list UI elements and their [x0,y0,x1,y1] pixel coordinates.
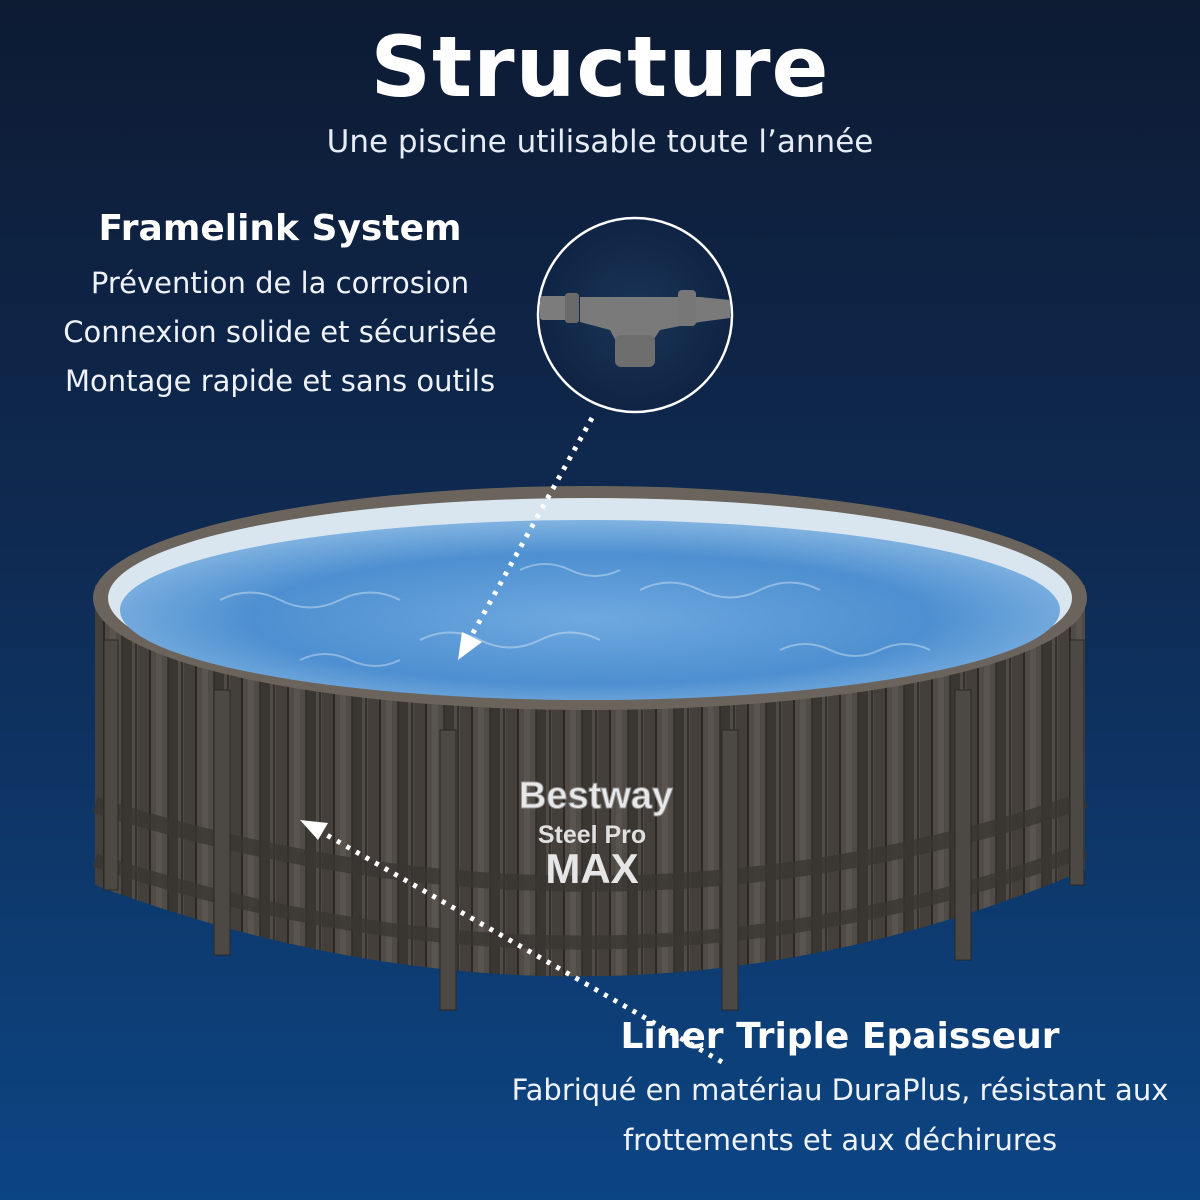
page-subtitle: Une piscine utilisable toute l’année [326,124,874,160]
frame-connector-icon [536,216,734,414]
liner-heading: Liner Triple Epaisseur [620,1016,1060,1057]
liner-feature: Liner Triple Epaisseur Fabriqué en matér… [480,1016,1200,1165]
framelink-feature: Framelink System Prévention de la corros… [20,208,540,406]
dotted-arrow-icon [300,820,724,1065]
framelink-heading: Framelink System [98,208,462,249]
framelink-line-2: Connexion solide et sécurisée [63,315,497,349]
framelink-line-1: Prévention de la corrosion [90,266,470,300]
framelink-line-3: Montage rapide et sans outils [64,364,496,398]
pool-water [120,520,1060,700]
model-label: Steel Pro [538,821,646,849]
page-title: Structure [370,18,830,116]
liner-line-1: Fabriqué en matériau DuraPlus, résistant… [511,1073,1169,1107]
variant-label: MAX [545,845,638,892]
dotted-arrow-icon [458,416,595,660]
liner-line-2: frottements et aux déchirures [622,1123,1058,1157]
brand-logo: Bestway [519,775,673,817]
